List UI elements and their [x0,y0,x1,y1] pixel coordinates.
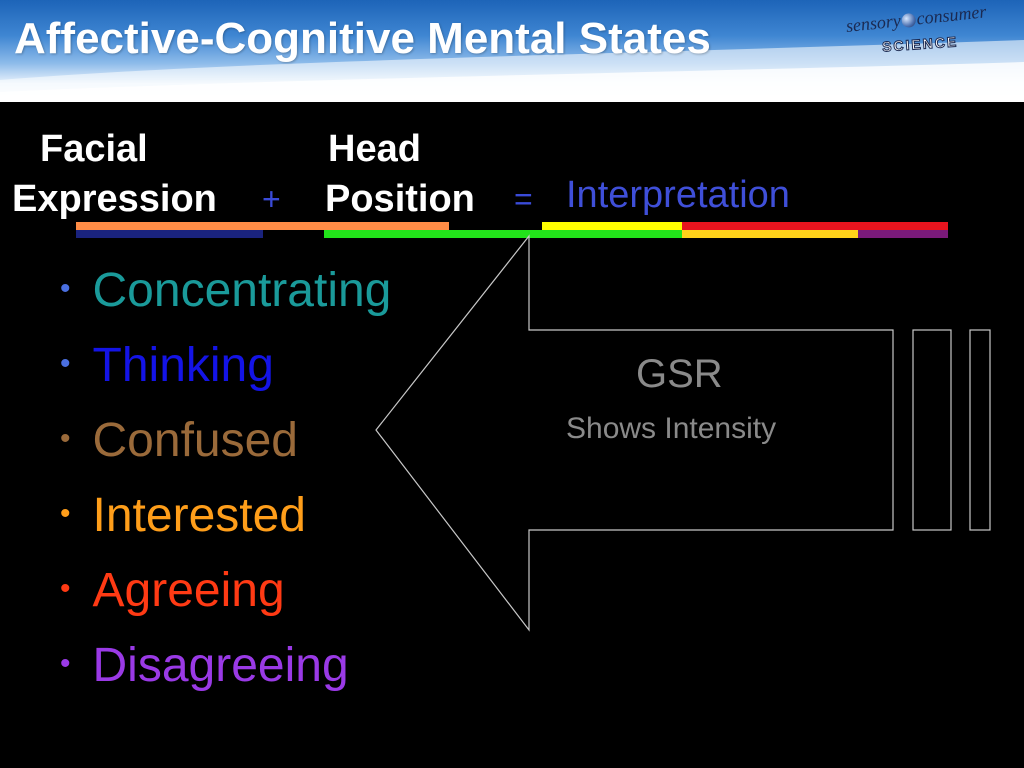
interp-bar-red [682,222,948,230]
facial-bar-navy [76,230,263,238]
slide-header: Affective-Cognitive Mental States sensor… [0,0,1024,102]
mental-states-list: • Concentrating • Thinking • Confused • Inte… [60,252,391,702]
head-label-line2: Position [325,178,475,220]
bullet-icon: • [60,647,71,680]
state-label: Agreeing [92,564,285,617]
gsr-title: GSR [636,352,723,396]
state-label: Disagreeing [92,639,349,692]
list-item-agreeing: • Agreeing [60,552,391,627]
bullet-icon: • [60,572,71,605]
bullet-icon: • [60,272,71,305]
slide-title: Affective-Cognitive Mental States [14,14,711,63]
list-item-concentrating: • Concentrating [60,252,391,327]
equals-sign: = [514,181,533,217]
bullet-icon: • [60,347,71,380]
head-bar-green [324,230,682,238]
arrow-tail-stripe-2 [969,329,991,531]
state-label: Concentrating [92,264,392,317]
head-label-line1: Head [328,128,421,170]
state-label: Thinking [92,339,274,392]
facial-label-line1: Facial [40,128,148,170]
list-item-confused: • Confused [60,402,391,477]
interpretation-label: Interpretation [566,174,790,216]
bullet-icon: • [60,497,71,530]
gsr-subtitle: Shows Intensity [566,412,777,445]
interp-bar-gold [682,230,858,238]
interp-bar-purple [858,230,948,238]
facial-label-line2: Expression [12,178,217,220]
list-item-thinking: • Thinking [60,327,391,402]
plus-sign: + [262,181,281,217]
list-item-interested: • Interested [60,477,391,552]
state-label: Interested [92,489,306,542]
state-label: Confused [92,414,298,467]
bullet-icon: • [60,422,71,455]
list-item-disagreeing: • Disagreeing [60,627,391,702]
facial-bar-orange [76,222,449,230]
header-swoosh [0,40,1024,102]
arrow-tail-stripe-1 [912,329,952,531]
gsr-arrow-outline [375,234,894,632]
interp-bar-yellow [542,222,682,230]
